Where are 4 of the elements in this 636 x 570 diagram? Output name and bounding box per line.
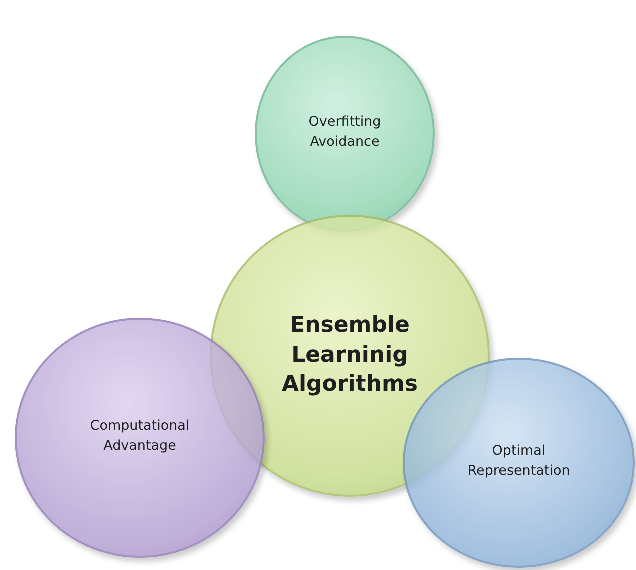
circle-label: Ensemble Learninig Algorithms: [280, 312, 420, 400]
circle-label: Optimal Representation: [466, 442, 572, 482]
circle-label: Computational Advantage: [89, 417, 191, 456]
circle-label: Overfitting Avoidance: [308, 113, 382, 152]
